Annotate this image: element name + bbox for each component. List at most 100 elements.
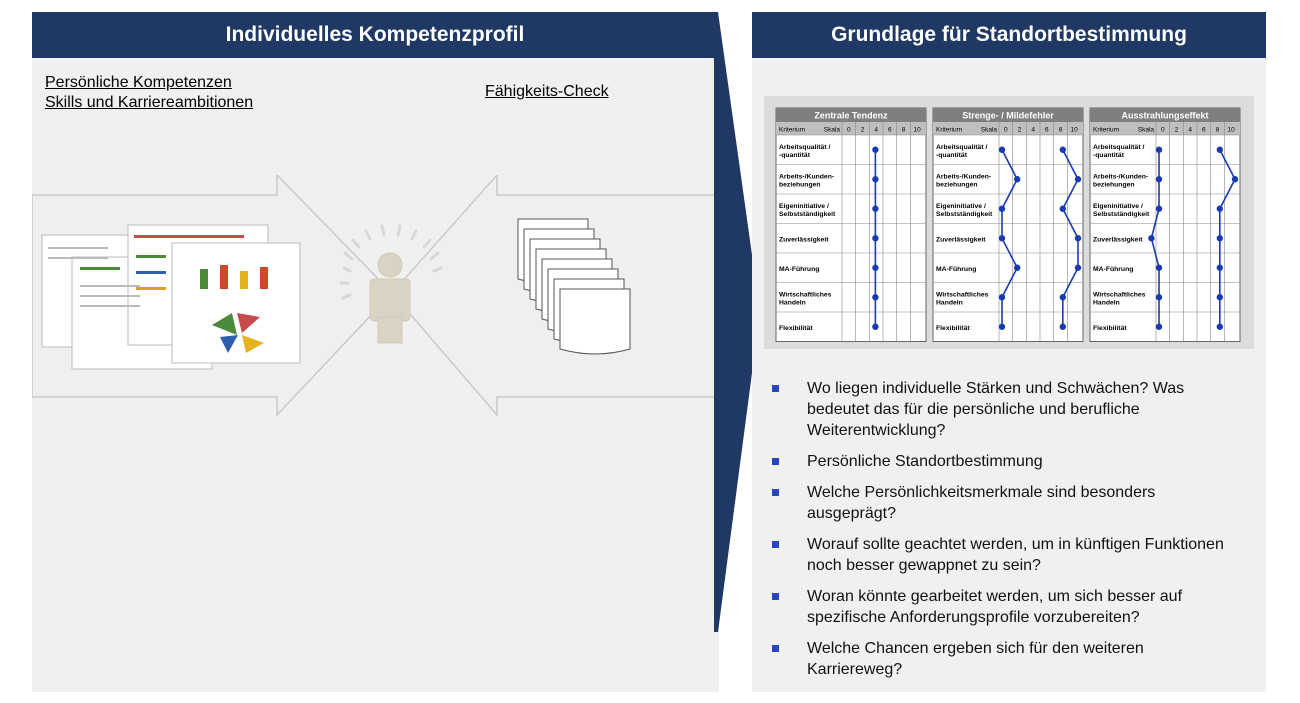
data-point xyxy=(1014,176,1021,183)
scale-tick-label: 10 xyxy=(1228,127,1236,134)
data-point xyxy=(1155,294,1163,301)
data-point xyxy=(1148,235,1155,242)
data-point xyxy=(1216,205,1223,212)
data-point xyxy=(1059,294,1066,301)
data-point xyxy=(1155,176,1163,183)
left-illustration xyxy=(32,175,719,418)
criterion-label: MA-Führung xyxy=(1093,266,1133,273)
criterion-label: Eigeninitiative / xyxy=(779,203,829,210)
criterion-label: Arbeitsqualität / xyxy=(779,144,830,151)
data-point xyxy=(1059,146,1066,153)
criterion-label: Zuverlässigkeit xyxy=(1093,236,1143,243)
chart-title: Zentrale Tendenz xyxy=(814,111,888,121)
bullet-square-icon xyxy=(772,489,779,496)
data-point xyxy=(998,205,1006,212)
bullet-square-icon xyxy=(772,541,779,548)
scale-tick-label: 4 xyxy=(1031,127,1035,134)
scale-tick-label: 6 xyxy=(1202,127,1206,134)
stacked-sheets xyxy=(517,218,631,355)
criterion-label: beziehungen xyxy=(1093,181,1135,188)
criterion-label: MA-Führung xyxy=(779,266,819,273)
glow-rays xyxy=(339,224,443,300)
criterion-label: Arbeitsqualität / xyxy=(1093,144,1144,151)
criterion-label: Handeln xyxy=(936,299,963,306)
data-point xyxy=(1155,323,1163,330)
data-point xyxy=(1014,264,1021,271)
scale-tick-label: 6 xyxy=(1045,127,1049,134)
scale-tick-label: 6 xyxy=(888,127,892,134)
criterion-label: Arbeitsqualität / xyxy=(936,144,987,151)
scale-tick-label: 2 xyxy=(1175,127,1179,134)
data-point xyxy=(1216,264,1223,271)
list-item: Welche Chancen ergeben sich für den weit… xyxy=(772,638,1242,680)
column-header-scale: Skala xyxy=(1138,127,1155,134)
criterion-label: Selbstständigkeit xyxy=(1093,211,1150,218)
chart-title-bar xyxy=(776,108,926,122)
scale-tick-label: 2 xyxy=(1018,127,1022,134)
data-point xyxy=(872,176,879,183)
data-point xyxy=(872,264,879,271)
column-header-criterion: Kriterium xyxy=(936,127,962,134)
criterion-label: Zuverlässigkeit xyxy=(779,236,829,243)
list-item: Worauf sollte geachtet werden, um in kün… xyxy=(772,534,1242,576)
bullet-square-icon xyxy=(772,458,779,465)
chart-panel xyxy=(932,107,1084,342)
scale-tick-label: 8 xyxy=(1216,127,1220,134)
bullet-square-icon xyxy=(772,385,779,392)
criterion-label: beziehungen xyxy=(936,181,978,188)
skill-check-link[interactable]: Fähigkeits-Check xyxy=(485,83,609,100)
data-point xyxy=(872,205,879,212)
chevron-arrow-icon xyxy=(714,12,760,632)
bullet-square-icon xyxy=(772,645,779,652)
data-point xyxy=(1155,146,1163,153)
personal-competencies-link[interactable]: Persönliche Kompetenzen Skills und Karri… xyxy=(45,73,253,113)
data-point xyxy=(872,235,879,242)
bullet-square-icon xyxy=(772,593,779,600)
chart-header-row xyxy=(776,122,926,135)
criterion-label: Flexibilität xyxy=(1093,325,1127,332)
link-line-1: Persönliche Kompetenzen xyxy=(45,74,232,91)
report-documents xyxy=(41,224,301,370)
criterion-label: Selbstständigkeit xyxy=(779,211,836,218)
data-point xyxy=(1074,235,1082,242)
chart-title-bar xyxy=(1090,108,1240,122)
chart-panel xyxy=(775,107,927,342)
data-point xyxy=(1074,176,1082,183)
data-point xyxy=(1231,176,1239,183)
data-point xyxy=(872,146,879,153)
scale-tick-label: 0 xyxy=(1161,127,1165,134)
column-header-scale: Skala xyxy=(981,127,998,134)
criterion-label: Flexibilität xyxy=(936,325,970,332)
chart-panel xyxy=(1089,107,1241,342)
question-list: Wo liegen individuelle Stärken und Schwä… xyxy=(772,378,1242,690)
list-item: Persönliche Standortbestimmung xyxy=(772,451,1242,472)
data-point xyxy=(1155,264,1163,271)
scale-tick-label: 0 xyxy=(1004,127,1008,134)
criterion-label: Wirtschaftliches xyxy=(779,291,832,298)
data-point xyxy=(872,323,879,330)
criterion-label: Wirtschaftliches xyxy=(1093,291,1146,298)
data-point xyxy=(998,146,1006,153)
criterion-label: -quantität xyxy=(936,152,968,159)
column-header-criterion: Kriterium xyxy=(779,127,805,134)
column-header-criterion: Kriterium xyxy=(1093,127,1119,134)
chart-title: Strenge- / Mildefehler xyxy=(962,111,1054,121)
data-point xyxy=(1059,205,1066,212)
criterion-label: Arbeits-/Kunden- xyxy=(936,173,991,180)
criterion-label: beziehungen xyxy=(779,181,821,188)
scale-tick-label: 8 xyxy=(1059,127,1063,134)
list-item: Welche Persönlichkeitsmerkmale sind beso… xyxy=(772,482,1242,524)
data-point xyxy=(998,323,1006,330)
data-point xyxy=(1216,235,1223,242)
data-point xyxy=(1216,146,1223,153)
criterion-label: Eigeninitiative / xyxy=(936,203,986,210)
criterion-label: Flexibilität xyxy=(779,325,813,332)
criterion-label: Handeln xyxy=(779,299,806,306)
data-point xyxy=(1059,323,1066,330)
criterion-label: Wirtschaftliches xyxy=(936,291,989,298)
chart-header-row xyxy=(1090,122,1240,135)
list-item: Wo liegen individuelle Stärken und Schwä… xyxy=(772,378,1242,441)
criterion-label: Handeln xyxy=(1093,299,1120,306)
